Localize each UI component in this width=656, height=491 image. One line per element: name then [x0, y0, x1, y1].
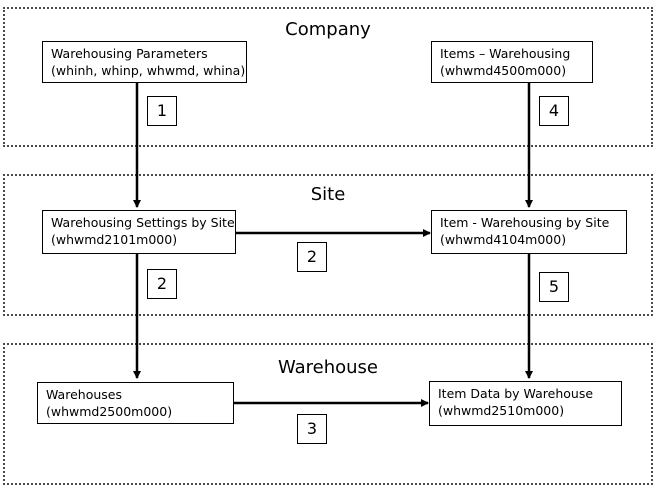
- warehousing-settings-by-site-title: Warehousing Settings by Site: [51, 215, 235, 230]
- warehousing-parameters-code: (whinh, whinp, whwmd, whina): [51, 63, 246, 78]
- step-number-3: 3: [297, 414, 327, 444]
- items-warehousing-box[interactable]: Items – Warehousing (whwmd4500m000): [431, 41, 593, 83]
- item-warehousing-by-site-title: Item - Warehousing by Site: [440, 215, 610, 230]
- step-number-2-vertical: 2: [147, 269, 177, 299]
- site-zone-title: Site: [310, 184, 346, 205]
- item-data-by-warehouse-title: Item Data by Warehouse: [438, 386, 594, 401]
- site-zone: Site: [3, 174, 653, 316]
- step-number-2-horizontal: 2: [297, 242, 327, 272]
- company-zone-title: Company: [285, 19, 371, 40]
- warehousing-parameters-box[interactable]: Warehousing Parameters (whinh, whinp, wh…: [42, 41, 247, 83]
- item-data-by-warehouse-code: (whwmd2510m000): [438, 403, 565, 418]
- item-warehousing-by-site-code: (whwmd4104m000): [440, 232, 567, 247]
- step-number-5: 5: [539, 272, 569, 302]
- warehouse-zone-title: Warehouse: [277, 357, 379, 378]
- warehousing-settings-by-site-box[interactable]: Warehousing Settings by Site (whwmd2101m…: [42, 210, 236, 254]
- warehousing-parameters-title: Warehousing Parameters: [51, 46, 208, 61]
- item-warehousing-by-site-box[interactable]: Item - Warehousing by Site (whwmd4104m00…: [431, 210, 627, 254]
- items-warehousing-code: (whwmd4500m000): [440, 63, 567, 78]
- company-zone: Company: [3, 7, 653, 147]
- warehouses-code: (whwmd2500m000): [46, 404, 173, 419]
- warehousing-settings-by-site-code: (whwmd2101m000): [51, 232, 178, 247]
- items-warehousing-title: Items – Warehousing: [440, 46, 571, 61]
- step-number-4: 4: [539, 96, 569, 126]
- warehouses-box[interactable]: Warehouses (whwmd2500m000): [37, 382, 234, 424]
- warehouse-zone: Warehouse: [3, 343, 653, 485]
- step-number-1: 1: [147, 96, 177, 126]
- item-data-by-warehouse-box[interactable]: Item Data by Warehouse (whwmd2510m000): [429, 381, 622, 426]
- warehouses-title: Warehouses: [46, 387, 122, 402]
